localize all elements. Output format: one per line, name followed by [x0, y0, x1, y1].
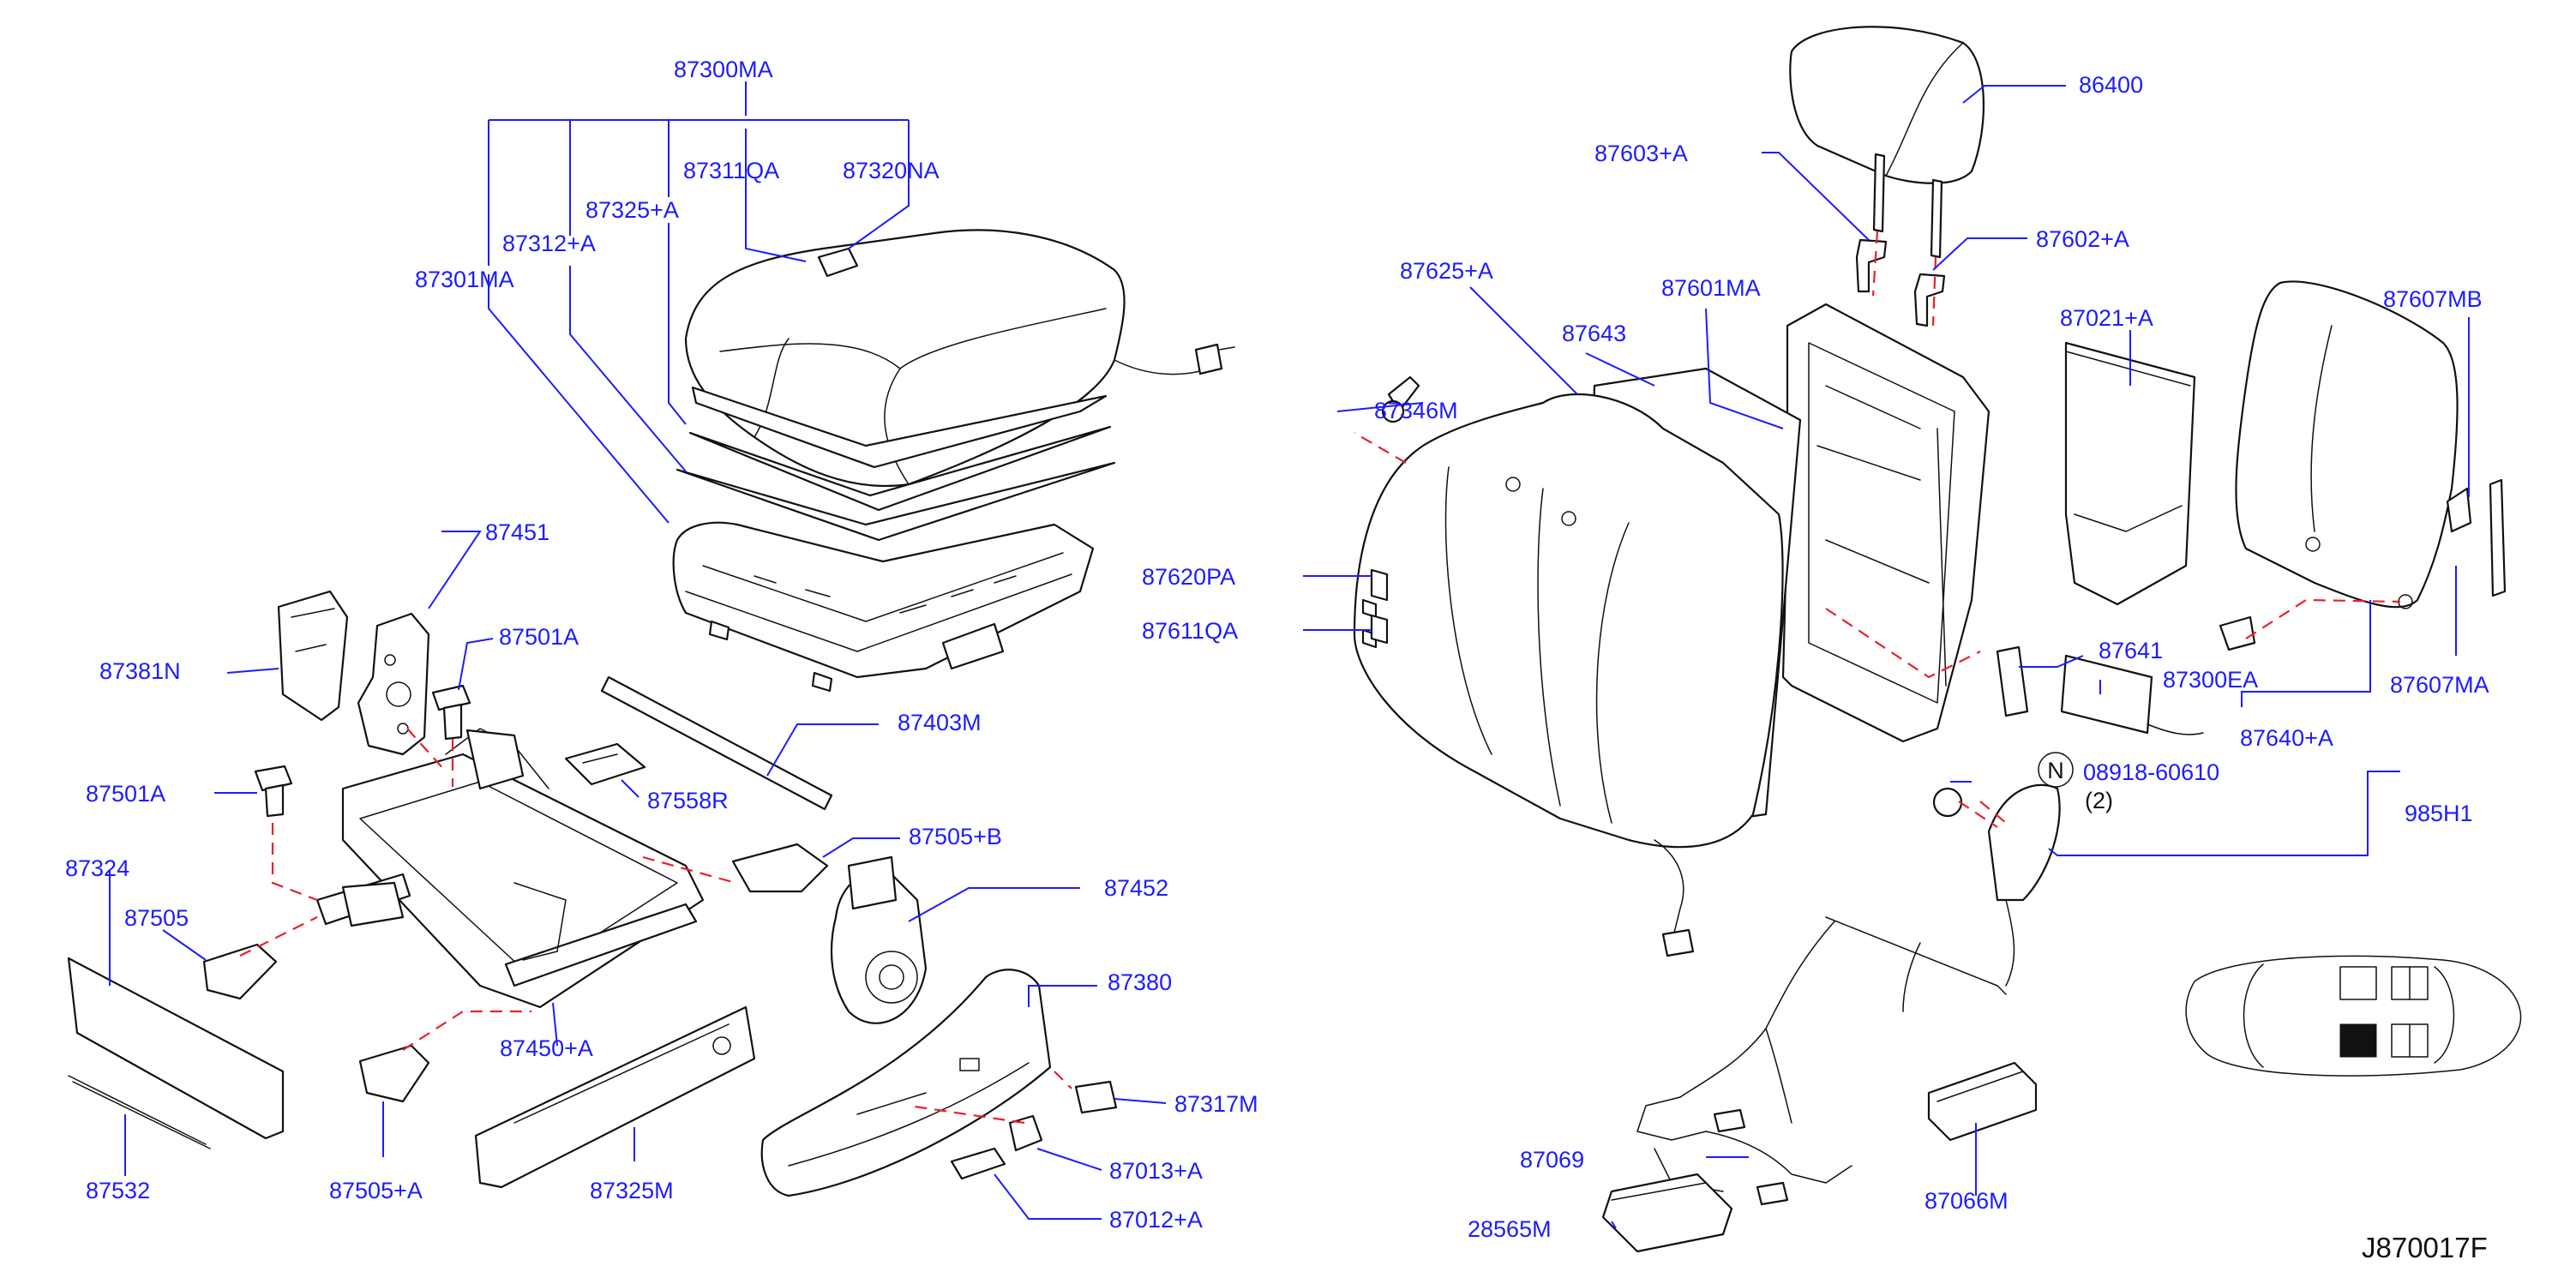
seat-track-frame: [315, 728, 705, 1009]
sensor-module-part: [2060, 654, 2204, 735]
label-87603a: 87603+A: [1594, 141, 1688, 166]
label-87607mb: 87607MB: [2383, 286, 2483, 312]
label-87602a: 87602+A: [2036, 226, 2129, 252]
seat-cushion-part: [684, 229, 1235, 488]
board-clip-upper: [2446, 487, 2472, 533]
track-cover-part: [202, 943, 278, 1000]
switch-knob-87013a: [1008, 1114, 1043, 1152]
torsion-rod-part: [600, 675, 833, 811]
label-87601ma: 87601MA: [1661, 275, 1761, 301]
label-87625a: 87625+A: [1400, 258, 1493, 284]
small-cover-part: [564, 742, 646, 786]
label-87317m: 87317M: [1174, 1091, 1258, 1117]
cushion-pad-layers: [676, 386, 1116, 542]
frame-wire-part: [1654, 839, 1695, 957]
airbag-module-part: [1601, 1173, 1733, 1253]
label-87505a: 87505+A: [329, 1178, 423, 1203]
diagram-code: J870017F: [2362, 1232, 2488, 1263]
label-87300ea: 87300EA: [2163, 667, 2258, 693]
label-87325a: 87325+A: [585, 197, 679, 223]
label-87620pa: 87620PA: [1142, 564, 1235, 590]
label-87381n: 87381N: [99, 658, 181, 684]
back-board-part: [2235, 280, 2459, 609]
inner-finisher-part: [474, 1005, 756, 1189]
label-87403m: 87403M: [898, 710, 982, 735]
label-87301ma: 87301MA: [415, 267, 514, 292]
board-clip-bottom: [2219, 615, 2256, 651]
label-87346m: 87346M: [1374, 398, 1458, 423]
alignment-lines-right: [1354, 231, 2401, 828]
label-87607ma: 87607MA: [2390, 672, 2489, 698]
nut-part: [1932, 787, 1963, 818]
part-labels: 87300MA 87311QA 87320NA 87325+A 87312+A …: [65, 57, 2489, 1263]
label-87452: 87452: [1104, 875, 1168, 901]
side-cover-part: [277, 590, 349, 722]
leader-lines: [109, 81, 2470, 1229]
headrest-part: [1789, 26, 1985, 259]
bolt-part-lower: [254, 765, 293, 818]
adjust-lever-part: [1381, 375, 1420, 423]
nut-quantity: (2): [2085, 788, 2113, 813]
label-87643: 87643: [1562, 321, 1626, 346]
cushion-frame-part: [672, 521, 1095, 693]
label-87505b: 87505+B: [909, 824, 1002, 849]
label-985h1: 985H1: [2405, 801, 2473, 826]
label-87501a-upper: 87501A: [499, 624, 579, 650]
bolt-part-upper: [431, 684, 471, 741]
control-unit-part: [1927, 1061, 2038, 1142]
lumbar-panel-part: [2064, 341, 2196, 606]
label-87021a: 87021+A: [2060, 305, 2153, 331]
label-87640a: 87640+A: [2240, 725, 2333, 751]
label-86400: 86400: [2079, 72, 2143, 98]
switch-knob-87317m: [1074, 1080, 1118, 1114]
track-cover-b-part: [731, 843, 829, 893]
board-clip-lower: [2489, 478, 2507, 597]
label-87501a-lower: 87501A: [86, 781, 165, 807]
side-pad-part: [1370, 568, 1389, 645]
recliner-bracket-part: [357, 612, 430, 756]
back-cushion-part: [1353, 393, 1784, 849]
label-87451: 87451: [485, 519, 549, 545]
label-87312a: 87312+A: [502, 231, 596, 256]
switch-knob-87012a: [950, 1147, 1006, 1180]
label-87450a: 87450+A: [500, 1035, 593, 1061]
label-87324: 87324: [65, 855, 129, 881]
label-87532: 87532: [86, 1178, 150, 1203]
wire-harness-part: [1636, 916, 2007, 1206]
track-cover-a-part: [358, 1044, 430, 1103]
label-87505: 87505: [124, 905, 189, 931]
vehicle-location-inset: [2185, 955, 2522, 1077]
nut-symbol: N: [2047, 758, 2064, 783]
label-28565m: 28565M: [1468, 1216, 1552, 1242]
headrest-guide-87602a: [1913, 273, 1946, 327]
wire-part: [68, 1075, 211, 1149]
label-87325m: 87325M: [590, 1178, 674, 1203]
label-08918-60610: 08918-60610: [2083, 759, 2219, 785]
sensor-part: [1996, 645, 2029, 717]
label-87611qa: 87611QA: [1142, 618, 1238, 644]
outer-finisher-part: [760, 969, 1052, 1197]
label-87069: 87069: [1520, 1147, 1584, 1173]
label-87300ma: 87300MA: [674, 57, 773, 82]
back-frame-part: [1781, 303, 1991, 743]
headrest-guide-87603a: [1855, 238, 1888, 293]
label-87066m: 87066M: [1924, 1188, 2009, 1214]
label-87311qa: 87311QA: [683, 158, 779, 183]
label-87013a: 87013+A: [1109, 1158, 1203, 1184]
alignment-lines-left: [239, 728, 1072, 1125]
label-87641: 87641: [2099, 638, 2163, 663]
power-motor-part: [830, 855, 928, 1024]
front-finisher-part: [67, 957, 285, 1140]
side-airbag-part: [1987, 783, 2061, 987]
nut-symbol-circle: N: [2038, 752, 2074, 788]
label-87320na: 87320NA: [843, 158, 940, 183]
label-87558r: 87558R: [647, 788, 729, 813]
label-87012a: 87012+A: [1109, 1207, 1203, 1233]
label-87380: 87380: [1108, 969, 1172, 995]
